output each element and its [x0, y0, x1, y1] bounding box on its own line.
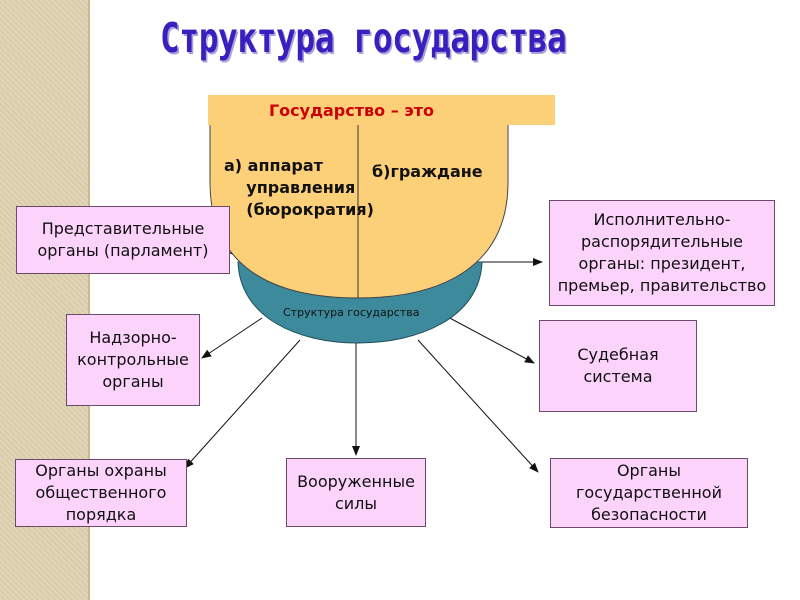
- box-police-text: Органы охраны общественного порядка: [35, 461, 167, 524]
- box-supervisory: Надзорно- контрольные органы: [66, 314, 200, 406]
- cup-left-text: а) аппарат управления (бюрократия): [224, 156, 374, 219]
- box-security: Органы государственной безопасности: [550, 458, 748, 528]
- box-police: Органы охраны общественного порядка: [15, 459, 187, 527]
- box-army: Вооруженные силы: [286, 458, 426, 527]
- arrow-to-judicial: [445, 315, 535, 364]
- bowl-label: Структура государства: [283, 306, 420, 319]
- box-judicial-text: Судебная система: [577, 345, 659, 386]
- page-title: Структура государства: [160, 14, 567, 62]
- arrow-to-police: [184, 339, 301, 469]
- header-text: Государство – это: [268, 100, 435, 120]
- header-bar: Государство – это: [208, 95, 555, 125]
- box-army-text: Вооруженные силы: [297, 471, 415, 513]
- arrow-to-supervisory: [201, 317, 263, 359]
- box-executive: Исполнительно- распорядительные органы: …: [549, 200, 775, 306]
- box-parliament: Представительные органы (парламент): [16, 206, 230, 274]
- box-executive-text: Исполнительно- распорядительные органы: …: [557, 210, 767, 295]
- box-parliament-text: Представительные органы (парламент): [37, 219, 209, 260]
- box-supervisory-text: Надзорно- контрольные органы: [77, 328, 189, 391]
- box-judicial: Судебная система: [539, 320, 697, 412]
- box-security-text: Органы государственной безопасности: [576, 461, 722, 524]
- arrow-to-security: [417, 339, 539, 473]
- cup-right-text: б)граждане: [372, 162, 483, 181]
